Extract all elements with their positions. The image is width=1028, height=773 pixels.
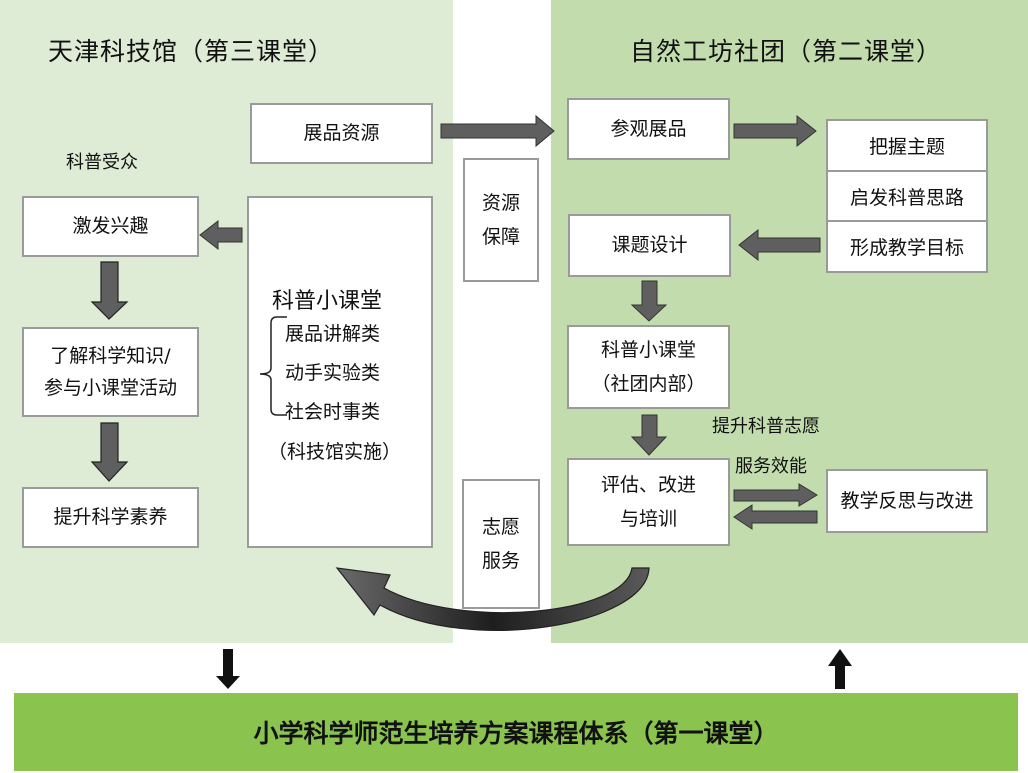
reflection-box: 教学反思与改进 [826,469,988,533]
arrow-right-icon [733,114,817,148]
arrow-down-icon [90,261,129,320]
science-classroom-box [247,196,433,548]
efficiency-label-line1: 提升科普志愿 [712,416,820,437]
efficiency-label-line2: 服务效能 [735,456,807,477]
audience-label: 科普受众 [66,152,138,173]
arrow-right-icon [733,483,818,507]
stack-cell: 把握主题 [828,121,986,172]
club-classroom-box: 科普小课堂 （社团内部） [567,325,730,409]
science-classroom-title: 科普小课堂 [272,289,383,314]
classroom-type: 展品讲解类 [285,323,381,345]
reflection-text: 教学反思与改进 [840,489,974,512]
stimulate-interest-box: 激发兴趣 [22,196,199,257]
club-classroom-line2: （社团内部） [591,373,706,395]
right-panel-title: 自然工坊社团（第二课堂） [630,37,943,66]
arrow-down-icon [90,422,129,482]
topic-design-box: 课题设计 [568,214,731,277]
evaluation-box: 评估、改进 与培训 [567,458,730,546]
arrow-left-icon [199,219,243,251]
arrow-left-icon [733,504,818,530]
classroom-type: 动手实验类 [285,362,381,384]
resource-support-line2: 保障 [481,226,520,248]
stack-cell: 启发科普思路 [828,172,986,223]
improve-literacy-text: 提升科学素养 [53,506,168,529]
left-panel-title: 天津科技馆（第三课堂） [48,37,335,66]
first-classroom-bar: 小学科学师范生培养方案课程体系（第一课堂） [14,693,1018,771]
stimulate-interest-text: 激发兴趣 [72,215,149,238]
arrow-up-icon [828,649,852,689]
learn-knowledge-line2: 参与小课堂活动 [43,377,177,399]
volunteer-service-line2: 服务 [481,550,520,572]
stack-cell: 形成教学目标 [849,237,964,260]
learn-knowledge-line1: 了解科学知识/ [50,344,171,367]
exhibit-resources-box: 展品资源 [250,103,433,164]
teaching-goals-stack: 把握主题 启发科普思路 形成教学目标 [826,119,988,273]
curved-arrow-icon [335,567,650,631]
resource-support-box: 资源 保障 [463,158,539,282]
arrow-down-icon [630,414,668,456]
learn-knowledge-box: 了解科学知识/ 参与小课堂活动 [22,327,199,417]
club-classroom-line1: 科普小课堂 [600,338,696,361]
classroom-types-list: 展品讲解类 动手实验类 社会时事类 [285,315,380,432]
arrow-right-icon [440,114,555,148]
evaluation-line1: 评估、改进 [600,473,696,496]
resource-support-line1: 资源 [481,191,520,214]
arrow-down-icon [216,649,240,689]
visit-exhibits-box: 参观展品 [567,98,730,160]
evaluation-line2: 与培训 [619,508,677,530]
improve-literacy-box: 提升科学素养 [22,487,199,548]
classroom-type: 社会时事类 [285,401,381,423]
arrow-left-icon [738,228,821,262]
visit-exhibits-text: 参观展品 [610,117,687,140]
volunteer-service-line1: 志愿 [481,515,520,538]
arrow-down-icon [630,280,668,322]
exhibit-resources-text: 展品资源 [303,122,380,145]
classroom-note: （科技馆实施） [268,441,402,463]
brace-icon [259,316,287,416]
first-classroom-title: 小学科学师范生培养方案课程体系（第一课堂） [253,719,779,748]
topic-design-text: 课题设计 [611,234,688,257]
volunteer-service-box: 志愿 服务 [462,479,540,609]
